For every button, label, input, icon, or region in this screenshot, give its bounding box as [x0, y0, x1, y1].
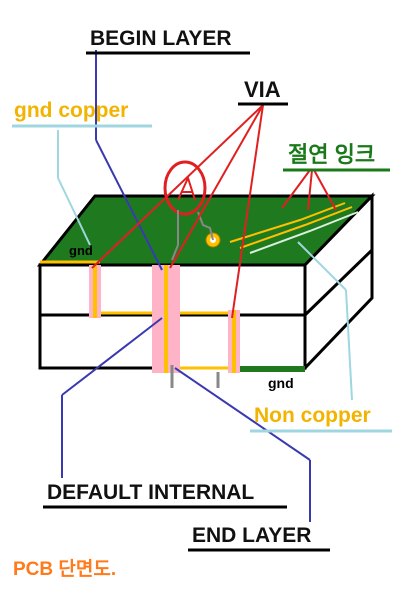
trace-2 [239, 206, 353, 249]
leader-lines [57, 50, 353, 522]
caption-text: PCB 단면도. [13, 558, 116, 580]
non-copper-label: Non copper [254, 404, 371, 427]
board-bottom-mask [238, 366, 305, 372]
hand-drawn-component [163, 160, 214, 261]
gnd-copper-label: gnd copper [14, 99, 128, 122]
begin-layer-label: BEGIN LAYER [90, 27, 232, 50]
gnd-bottom-label: gnd [268, 375, 294, 391]
via-label: VIA [244, 77, 281, 102]
insulating-ink-label: 절연 잉크 [288, 142, 375, 167]
trace-3 [249, 211, 359, 254]
vias [89, 265, 240, 373]
end-layer-label: END LAYER [192, 524, 311, 547]
trace-1 [229, 202, 346, 243]
default-internal-label: DEFAULT INTERNAL [47, 481, 254, 504]
top-traces [40, 202, 359, 264]
gnd-top-label: gnd [69, 243, 93, 258]
